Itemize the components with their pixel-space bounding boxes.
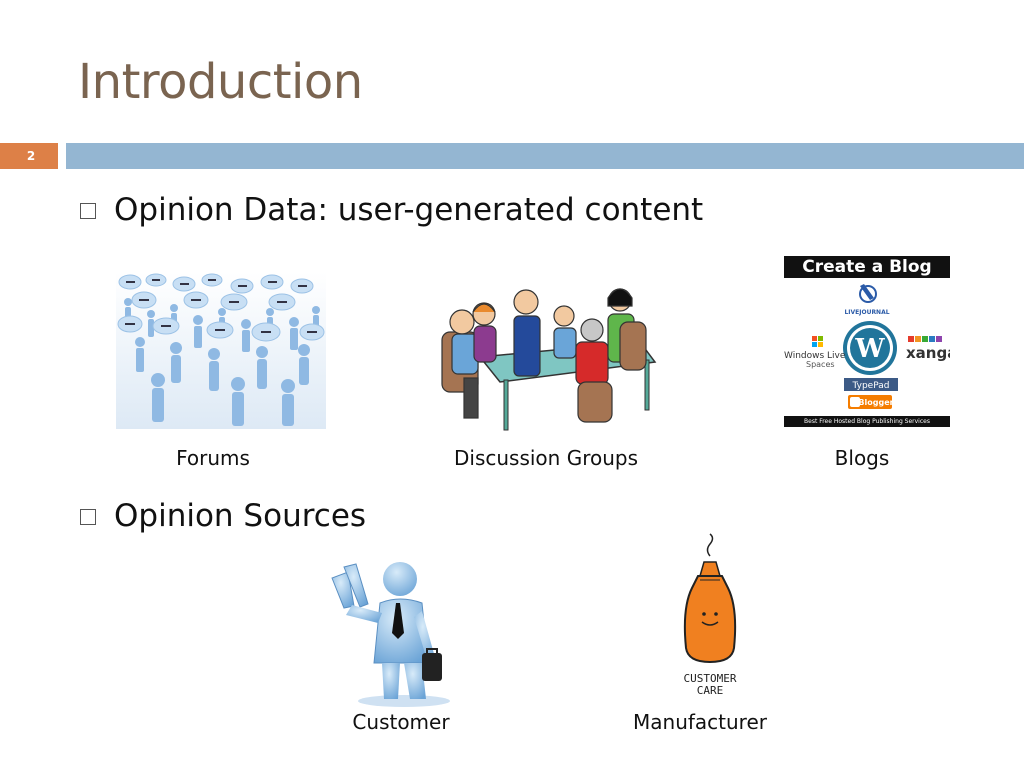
caption-blogs: Blogs xyxy=(834,446,890,470)
windows-live-text: Windows Live xyxy=(784,351,846,361)
caption-forums: Forums xyxy=(176,446,250,470)
livejournal-text: LIVEJOURNAL xyxy=(844,309,889,316)
customer-care-line2: CARE xyxy=(697,684,724,697)
discussion-groups-image xyxy=(441,288,657,431)
spaces-text: Spaces xyxy=(806,360,835,369)
manufacturer-image: CUSTOMER CARE xyxy=(684,533,737,697)
xanga-text: xanga xyxy=(906,344,950,362)
forums-image xyxy=(116,272,326,429)
bullet-text: Opinion Sources xyxy=(114,498,367,534)
blogs-image: LIVEJOURNAL W Windows Live Spaces xanga … xyxy=(784,278,950,416)
slide-number: 2 xyxy=(0,143,58,169)
bullet-square-icon xyxy=(80,509,96,525)
caption-customer: Customer xyxy=(352,710,450,734)
slide-number-text: 2 xyxy=(26,149,36,163)
caption-discussion-groups: Discussion Groups xyxy=(453,446,639,470)
title-bar xyxy=(66,143,1024,169)
customer-care-line1: CUSTOMER xyxy=(684,672,737,685)
bullet-square-icon xyxy=(80,203,96,219)
customer-image xyxy=(331,562,450,707)
svg-text:W: W xyxy=(854,334,885,364)
blogger-text: Blogger xyxy=(858,398,893,407)
bullet-opinion-sources: Opinion Sources xyxy=(80,498,366,534)
blog-footer-band: Best Free Hosted Blog Publishing Service… xyxy=(784,416,950,427)
typepad-text: TypePad xyxy=(852,381,890,391)
create-a-blog-header: Create a Blog xyxy=(784,256,950,278)
caption-manufacturer: Manufacturer xyxy=(633,710,767,734)
bullet-text: Opinion Data: user-generated content xyxy=(114,192,704,228)
slide-title: Introduction xyxy=(78,54,363,110)
bullet-opinion-data: Opinion Data: user-generated content xyxy=(80,192,703,228)
